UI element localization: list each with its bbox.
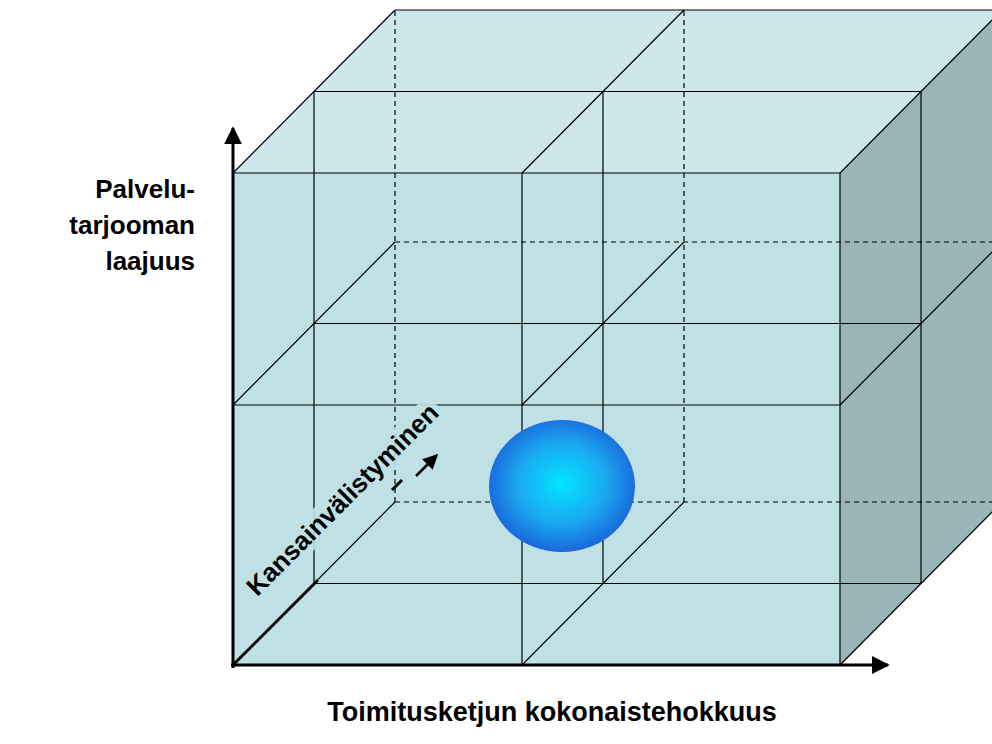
grid-lines — [233, 10, 992, 665]
side-face — [840, 10, 992, 665]
x-axis — [231, 664, 888, 667]
z-axis — [233, 580, 318, 665]
front-face — [233, 173, 840, 665]
position-sphere — [489, 420, 635, 552]
x-axis-label: Toimitusketjun kokonaistehokkuus — [327, 694, 777, 731]
y-axis — [232, 128, 235, 668]
z-axis-dash — [392, 480, 402, 490]
z-axis-arrow — [416, 455, 437, 476]
y-axis-label: Palvelu- tarjooman laajuus — [25, 172, 195, 280]
